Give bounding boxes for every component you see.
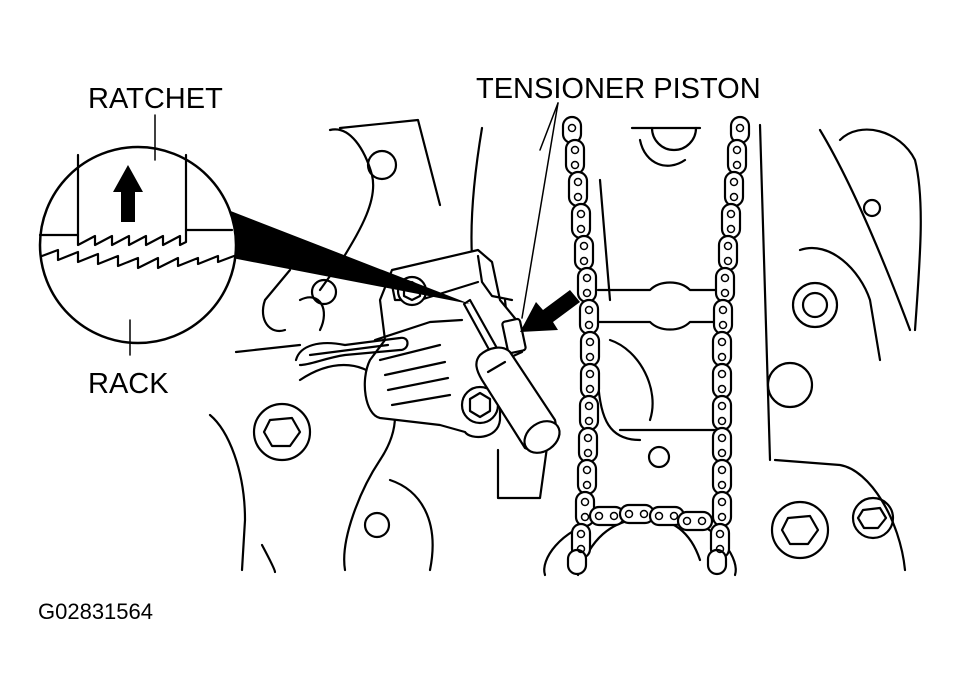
chain-right-strand xyxy=(706,115,751,576)
tensioner-piston-label: TENSIONER PISTON xyxy=(476,73,761,105)
push-arrow-icon xyxy=(520,290,580,332)
chain-left-strand xyxy=(561,115,601,576)
magnifier-callout xyxy=(38,114,470,356)
tensioner-assembly xyxy=(294,248,527,439)
timing-chain xyxy=(561,115,751,576)
rack-label: RACK xyxy=(88,368,169,400)
tensioner-piston-leader-2 xyxy=(539,102,559,151)
chain-bottom xyxy=(588,503,714,532)
up-arrow-icon xyxy=(113,165,143,222)
figure-id-label: G02831564 xyxy=(38,599,153,624)
chain-pins xyxy=(567,123,745,554)
tensioner-piston-leader xyxy=(521,102,559,319)
engine-block-outline xyxy=(208,118,922,577)
screwdriver xyxy=(462,298,561,454)
callout-pointer xyxy=(228,210,470,304)
ratchet-label: RATCHET xyxy=(88,83,223,115)
